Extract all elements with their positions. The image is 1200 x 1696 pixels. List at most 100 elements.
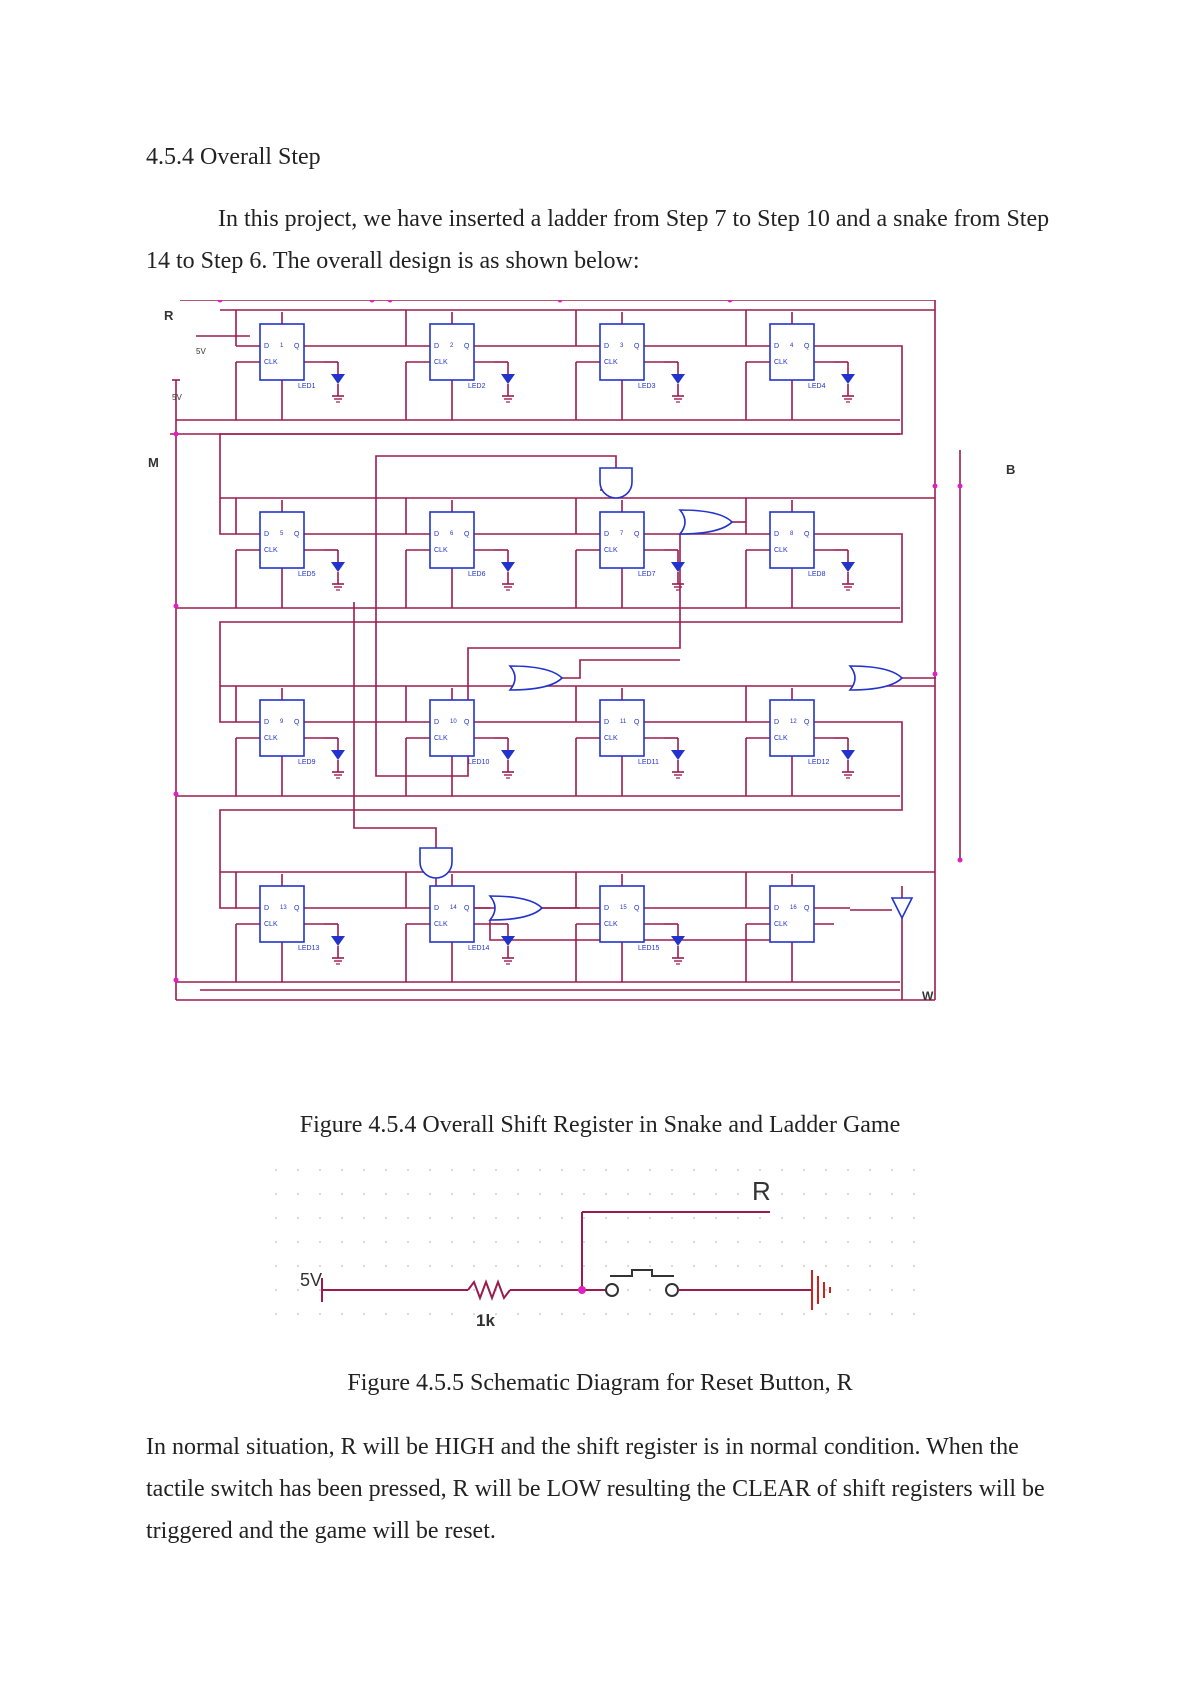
grid-dot bbox=[715, 1193, 717, 1195]
grid-dot bbox=[605, 1241, 607, 1243]
or-gate bbox=[508, 665, 564, 691]
pin-clk: CLK bbox=[774, 921, 788, 928]
and-gate bbox=[599, 467, 633, 499]
grid-dot bbox=[781, 1265, 783, 1267]
grid-dot bbox=[275, 1217, 277, 1219]
pin-d: D bbox=[434, 531, 439, 538]
grid-dot bbox=[715, 1241, 717, 1243]
flip-flop-body bbox=[429, 699, 475, 757]
grid-dot bbox=[451, 1169, 453, 1171]
led-symbol bbox=[841, 374, 855, 384]
grid-dot bbox=[737, 1217, 739, 1219]
junction-dot bbox=[957, 483, 963, 489]
junction-dot bbox=[387, 300, 393, 303]
led-10: LED10 bbox=[468, 750, 515, 779]
grid-dot bbox=[539, 1169, 541, 1171]
grid-dot bbox=[495, 1217, 497, 1219]
grid-dot bbox=[759, 1265, 761, 1267]
grid-dot bbox=[561, 1169, 563, 1171]
grid-dot bbox=[759, 1169, 761, 1171]
pin-clk: CLK bbox=[774, 735, 788, 742]
signal-label-b: B bbox=[1006, 462, 1015, 477]
row-return-1 bbox=[219, 345, 903, 535]
grid-dot bbox=[429, 1217, 431, 1219]
grid-dot bbox=[319, 1241, 321, 1243]
grid-dot bbox=[385, 1265, 387, 1267]
ff-index: 11 bbox=[620, 719, 627, 725]
junction-dot bbox=[173, 603, 179, 609]
pin-d: D bbox=[434, 905, 439, 912]
grid-dot bbox=[451, 1193, 453, 1195]
signal-label-w: W bbox=[922, 989, 934, 1003]
grid-dot bbox=[671, 1169, 673, 1171]
reset-button-schematic: R 5V 1k bbox=[275, 1169, 915, 1330]
pin-q: Q bbox=[634, 905, 640, 912]
ff-index: 2 bbox=[450, 343, 454, 349]
grid-dot bbox=[517, 1241, 519, 1243]
grid-dot bbox=[407, 1265, 409, 1267]
grid-dot bbox=[737, 1265, 739, 1267]
grid-dot bbox=[341, 1265, 343, 1267]
ff-index: 13 bbox=[280, 905, 287, 911]
grid-dot bbox=[297, 1313, 299, 1315]
grid-dot bbox=[363, 1193, 365, 1195]
grid-dot bbox=[759, 1217, 761, 1219]
led-symbol bbox=[331, 562, 345, 572]
flip-flop-body bbox=[769, 699, 815, 757]
grid-dot bbox=[803, 1169, 805, 1171]
grid-dot bbox=[539, 1193, 541, 1195]
grid-dot bbox=[517, 1313, 519, 1315]
pin-q: Q bbox=[804, 905, 810, 912]
tactile-switch-actuator bbox=[610, 1269, 674, 1277]
or-gate-snake bbox=[508, 665, 564, 691]
led-symbol bbox=[671, 750, 685, 760]
grid-dot bbox=[803, 1193, 805, 1195]
grid-dot bbox=[363, 1169, 365, 1171]
ff-index: 10 bbox=[450, 719, 457, 725]
grid-dot bbox=[275, 1265, 277, 1267]
grid-dot bbox=[517, 1169, 519, 1171]
led-11: LED11 bbox=[638, 750, 685, 779]
ff-index: 15 bbox=[620, 905, 627, 911]
junction-dot bbox=[957, 857, 963, 863]
grid-dot bbox=[275, 1313, 277, 1315]
grid-dot bbox=[781, 1217, 783, 1219]
grid-dot bbox=[781, 1313, 783, 1315]
grid-dot bbox=[385, 1193, 387, 1195]
pin-d: D bbox=[434, 719, 439, 726]
led-label: LED13 bbox=[298, 945, 320, 952]
grid-dot bbox=[605, 1217, 607, 1219]
led-label: LED2 bbox=[468, 383, 486, 390]
grid-dot bbox=[407, 1313, 409, 1315]
flip-flop-body bbox=[259, 885, 305, 943]
pin-d: D bbox=[774, 343, 779, 350]
flip-flop-body bbox=[259, 323, 305, 381]
pin-d: D bbox=[604, 343, 609, 350]
pin-q: Q bbox=[464, 343, 470, 350]
grid-dot bbox=[715, 1313, 717, 1315]
grid-dot bbox=[451, 1265, 453, 1267]
grid-dot bbox=[407, 1241, 409, 1243]
pin-q: Q bbox=[634, 719, 640, 726]
flip-flop-body bbox=[599, 511, 645, 569]
pin-d: D bbox=[604, 719, 609, 726]
flip-flop-body bbox=[769, 511, 815, 569]
pin-d: D bbox=[264, 905, 269, 912]
grid-dot bbox=[517, 1193, 519, 1195]
and-gate-snake bbox=[419, 847, 453, 879]
led-symbol bbox=[671, 562, 685, 572]
pin-clk: CLK bbox=[604, 921, 618, 928]
grid-dot bbox=[891, 1289, 893, 1291]
signal-label-5v-top: 5V bbox=[196, 347, 206, 356]
reset-label-r: R bbox=[752, 1176, 771, 1206]
grid-dot bbox=[297, 1241, 299, 1243]
grid-dot bbox=[913, 1289, 915, 1291]
led-9: LED9 bbox=[298, 750, 345, 779]
grid-dot bbox=[407, 1217, 409, 1219]
pin-q: Q bbox=[294, 343, 300, 350]
junction-dot bbox=[932, 483, 938, 489]
